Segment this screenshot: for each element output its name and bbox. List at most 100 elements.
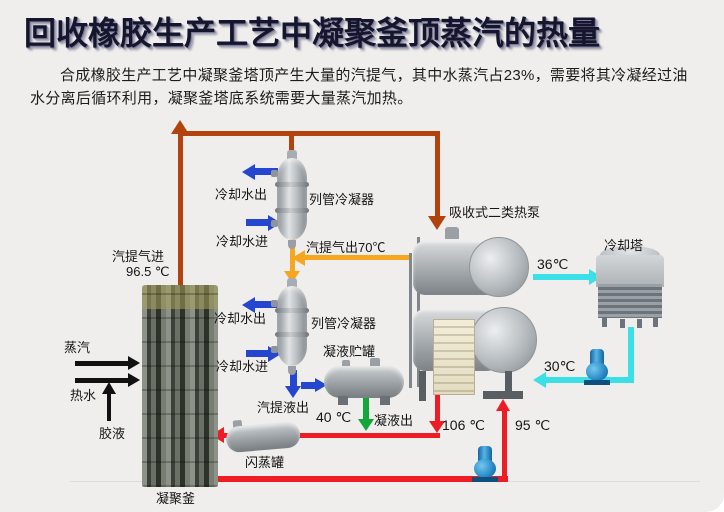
pipe-condensate-out (363, 394, 369, 420)
label-temp-95: 95 ℃ (515, 417, 551, 433)
condensate-tank-leg-icon (380, 396, 390, 405)
condensate-tank-vessel (324, 358, 404, 406)
condensate-tank-shell (324, 366, 404, 398)
condenser-1-side-nozzle-icon (271, 220, 278, 227)
pipe-strip-gas-70c-from-heatpump (305, 255, 412, 260)
cooling-tower-leg-icon (602, 318, 607, 327)
pipe-106c-down (435, 393, 440, 423)
pipe-strip-gas-header (178, 131, 440, 136)
pipe-cooling-water-out1 (254, 168, 278, 175)
condensate-tank-leg-icon (338, 396, 348, 405)
label-heat-pump: 吸收式二类热泵 (449, 205, 541, 220)
heat-pump-leg-icon (505, 371, 512, 399)
label-strip-gas-in-temp: 96.5 ℃ (126, 264, 170, 279)
condensate-tank-nozzle-icon (370, 358, 380, 368)
heat-pump-frame-icon (409, 253, 412, 388)
pump-base-icon (584, 380, 610, 385)
cooling-tower-unit (596, 246, 664, 328)
heat-pump-unit (407, 223, 539, 403)
pipe-95c-from-kettle (216, 476, 508, 482)
pump-body-icon (586, 362, 608, 381)
hot-water-pump (472, 446, 498, 482)
tower-water-30c-arrowhead-icon (533, 372, 546, 388)
condenser-1-vessel (271, 150, 309, 249)
tower-water-pump (584, 349, 610, 385)
heat-pump-top-nozzle-icon (445, 227, 459, 239)
pipe-hot-water-feed (75, 378, 128, 383)
pipe-tower-water-return-vert (628, 327, 634, 380)
condensate-tank-nozzle-icon (342, 360, 350, 368)
heat-pump-base-icon (483, 391, 523, 399)
pipe-strip-liquid-to-tank (301, 382, 315, 389)
cooling-tower-leg-icon (620, 319, 625, 328)
pipe-strip-liquid-down (290, 370, 297, 387)
label-strip-liquid-out: 汽提液出 (257, 400, 310, 415)
condenser-2-flange-icon (275, 332, 309, 337)
heat-pump-leg-icon (419, 371, 426, 401)
label-condensate-out: 凝液出 (374, 413, 414, 428)
strip-gas-heatpump-arrowhead-icon (428, 216, 446, 230)
condenser-1-flange-icon (275, 182, 309, 187)
condenser-1-bottom-nozzle-icon (288, 240, 296, 249)
label-cooling-water-out-1: 冷却水出 (215, 187, 268, 202)
coagulation-kettle-photo (142, 285, 218, 487)
steam-feed-arrowhead-icon (128, 356, 140, 370)
label-strip-gas-in: 汽提气进 (112, 249, 165, 264)
condenser-2-top-nozzle-icon (287, 278, 297, 288)
pipe-strip-gas-to-heatpump (435, 134, 440, 218)
flash-tank-shell (225, 420, 302, 454)
label-cooling-water-out-2: 冷却水出 (214, 311, 267, 326)
label-glue-liquid: 胶液 (99, 426, 126, 441)
hot-water-95c-arrowhead-icon (496, 399, 510, 411)
pipe-cooling-water-in1 (246, 219, 269, 226)
pump-base-icon (472, 477, 498, 482)
label-condenser-2: 列管冷凝器 (311, 316, 377, 331)
pipe-glue-feed (107, 393, 111, 421)
pipe-95c-up (502, 411, 507, 477)
label-steam: 蒸汽 (64, 340, 91, 355)
intro-paragraph: 合成橡胶生产工艺中凝聚釜塔顶产生大量的汽提气，其中水蒸汽占23%，需要将其冷凝经… (30, 67, 688, 107)
label-coagulation-kettle: 凝聚釜 (156, 491, 196, 506)
heat-pump-lower-head-icon (471, 307, 537, 373)
label-temp-30: 30℃ (544, 358, 576, 374)
hot-water-106c-arrowhead-icon (429, 421, 445, 433)
strip-gas-70c-left-arrowhead-icon (292, 250, 305, 266)
pump-motor-icon (478, 446, 492, 462)
glue-feed-arrowhead-icon (102, 382, 116, 394)
strip-gas-riser-arrowhead-icon (171, 120, 189, 134)
pipe-strip-gas-riser (178, 133, 183, 288)
condenser-2-flange-icon (275, 308, 309, 313)
label-temp-36: 36℃ (537, 256, 569, 272)
cooling-water-out1-arrowhead-icon (242, 164, 255, 180)
pipe-cooling-water-in2 (246, 350, 269, 357)
flash-tank-vessel (225, 414, 304, 456)
condenser-1-shell (277, 158, 307, 240)
label-condensate-tank: 凝液贮罐 (323, 344, 376, 359)
cooling-tower-leg-icon (653, 318, 658, 327)
label-condenser-1: 列管冷凝器 (309, 192, 375, 207)
condenser-2-bottom-nozzle-icon (288, 366, 296, 375)
cooling-tower-leg-icon (637, 319, 642, 328)
pump-motor-icon (590, 349, 604, 365)
hot-water-feed-arrowhead-icon (128, 373, 140, 387)
condenser-2-vessel (271, 278, 309, 375)
cooling-tower-casing (596, 255, 664, 287)
label-cooling-water-in-2: 冷却水进 (216, 359, 269, 374)
heat-pump-control-cabinet (433, 319, 475, 395)
label-cooling-water-in-1: 冷却水进 (216, 234, 269, 249)
label-temp-106: 106 ℃ (442, 417, 485, 433)
pipe-strip-gas-to-condenser1 (289, 134, 294, 156)
pipe-106c-to-flash-tank (296, 433, 440, 438)
condenser-1-side-nozzle-icon (271, 170, 278, 177)
label-flash-tank: 闪蒸罐 (245, 455, 285, 470)
condenser-2-side-nozzle-icon (271, 346, 278, 353)
label-cooling-tower: 冷却塔 (604, 238, 644, 253)
page-title: 回收橡胶生产工艺中凝聚釜顶蒸汽的热量 (24, 15, 601, 51)
pipe-steam-feed (75, 361, 128, 366)
cooling-tower-louvers-icon (598, 284, 662, 318)
strip-liquid-down-arrowhead-icon (285, 386, 301, 398)
cooling-water-out2-arrowhead-icon (242, 297, 255, 313)
label-temp-40: 40 ℃ (316, 409, 352, 425)
pump-body-icon (474, 459, 496, 478)
